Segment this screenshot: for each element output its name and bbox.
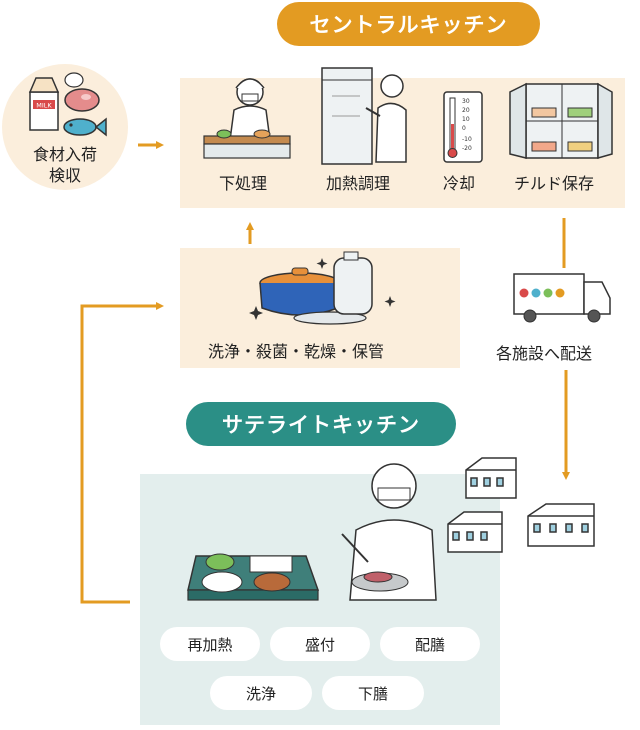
- milk-text: MILK: [36, 102, 52, 110]
- cooking-chef-icon: [321, 67, 407, 165]
- satellite-step-plating: 盛付: [270, 627, 370, 661]
- meal-tray-icon: [187, 553, 320, 601]
- thermo-tick-3: 0: [462, 125, 466, 132]
- delivery-label: 各施設へ配送: [496, 344, 593, 363]
- step-cooling-label: 冷却: [443, 174, 476, 193]
- thermometer-icon: 30 20 10 0 -10 -20: [443, 91, 483, 163]
- satellite-step-clearing: 下膳: [322, 676, 424, 710]
- sparkle-icon: [249, 258, 396, 320]
- meat-icon: [64, 72, 100, 112]
- satellite-kitchen-title: サテライトキッチン: [186, 402, 456, 446]
- satellite-step-serving: 配膳: [380, 627, 480, 661]
- satellite-step-washing: 洗浄: [210, 676, 312, 710]
- wash-sterilize-label: 洗浄・殺菌・乾燥・保管: [208, 342, 385, 361]
- fish-icon: [63, 117, 107, 137]
- jug-icon: [333, 251, 373, 315]
- chilled-fridge-icon: [509, 82, 613, 159]
- arrow-satellite-to-wash: [80, 302, 164, 604]
- serving-staff-icon: [341, 463, 437, 601]
- thermo-tick-4: -10: [462, 136, 472, 143]
- thermo-tick-1: 20: [462, 107, 470, 114]
- intake-line-2: 検収: [48, 166, 81, 185]
- facility-building-icon: [465, 457, 517, 499]
- delivery-truck-icon: [513, 273, 611, 323]
- thermo-tick-5: -20: [462, 145, 472, 152]
- milk-carton-icon: MILK: [28, 77, 60, 131]
- step-chilled-storage-label: チルド保存: [514, 174, 595, 193]
- facility-building-icon: [447, 511, 503, 553]
- thermo-tick-2: 10: [462, 116, 470, 123]
- central-kitchen-title: セントラルキッチン: [277, 2, 540, 46]
- intake-line-1: 食材入荷: [32, 145, 97, 164]
- facility-building-icon: [527, 503, 595, 547]
- step-prep-label: 下処理: [219, 174, 268, 193]
- prep-chef-icon: [203, 78, 291, 159]
- step-cooking-label: 加熱調理: [326, 174, 391, 193]
- intake-label: 食材入荷 検収: [2, 144, 128, 186]
- thermo-tick-0: 30: [462, 98, 470, 105]
- satellite-step-reheat: 再加熱: [160, 627, 260, 661]
- pot-icon: [259, 267, 367, 325]
